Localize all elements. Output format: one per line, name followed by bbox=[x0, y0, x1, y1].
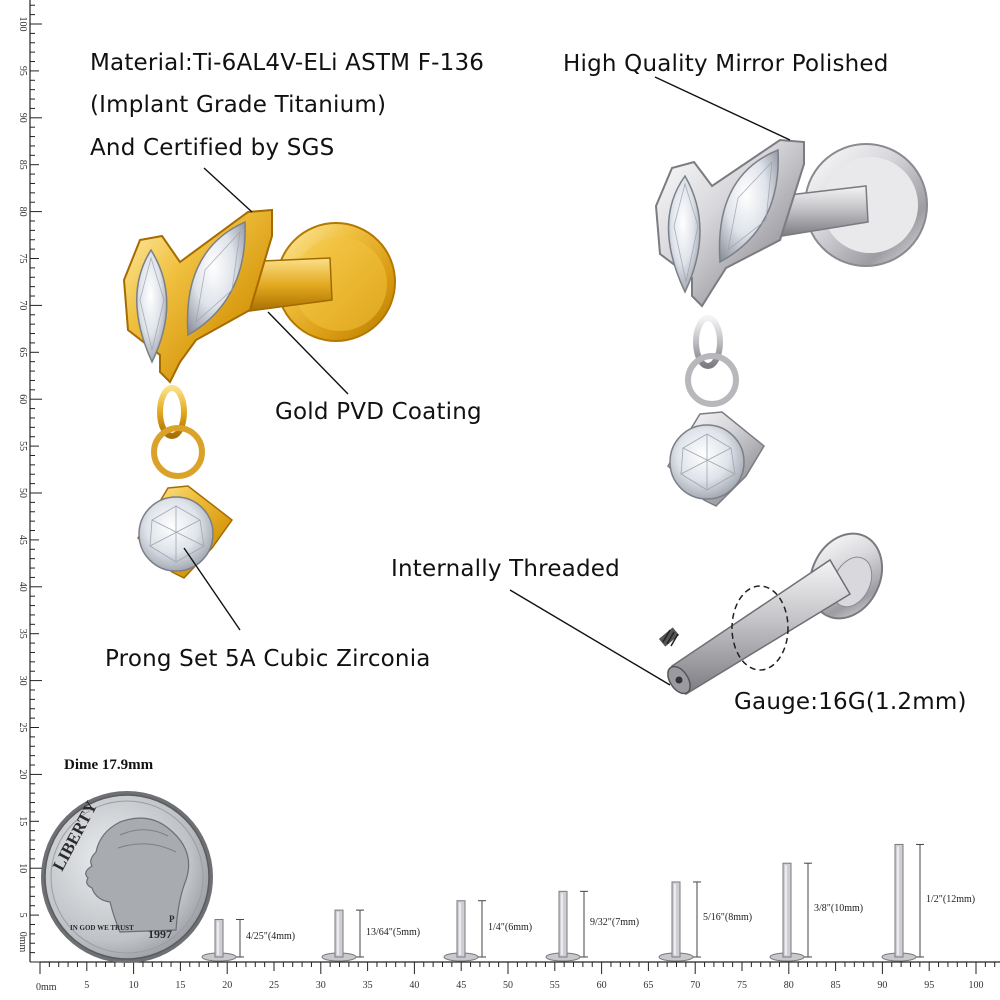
size-label: 13/64"(5mm) bbox=[366, 926, 421, 938]
size-label: 1/2"(12mm) bbox=[926, 893, 976, 905]
bottom-tick-label: 25 bbox=[269, 980, 279, 991]
threaded-label: Internally Threaded bbox=[391, 556, 620, 582]
left-tick-label: 5 bbox=[17, 913, 28, 918]
leader-lines bbox=[183, 76, 791, 686]
left-tick-label: 95 bbox=[17, 66, 28, 76]
dime-coin: LIBERTY IN GOD WE TRUST 1997 P bbox=[41, 791, 213, 963]
bottom-tick-label: 20 bbox=[222, 980, 232, 991]
left-tick-label: 10 bbox=[17, 863, 28, 873]
coin-year: 1997 bbox=[148, 927, 172, 941]
left-ruler-ticks: 5 10 15 20 25 30 35 40 45 50 55 60 65 70 75 80 85 90 95 100… bbox=[17, 4, 42, 963]
left-tick-label: 50 bbox=[17, 488, 28, 498]
bottom-tick-label: 10 bbox=[129, 980, 139, 991]
bottom-tick-label: 70 bbox=[690, 980, 700, 991]
bottom-tick-label: 80 bbox=[784, 980, 794, 991]
bottom-tick-label: 50 bbox=[503, 980, 513, 991]
left-tick-label: 15 bbox=[17, 816, 28, 826]
bottom-tick-label: 35 bbox=[363, 980, 373, 991]
bottom-tick-label: 85 bbox=[831, 980, 841, 991]
bottom-tick-label: 40 bbox=[409, 980, 419, 991]
bottom-tick-label: 15 bbox=[175, 980, 185, 991]
coin-motto: IN GOD WE TRUST bbox=[70, 924, 134, 932]
bottom-tick-label: 60 bbox=[597, 980, 607, 991]
left-tick-unit: 0mm bbox=[17, 932, 28, 953]
left-ruler: 5 10 15 20 25 30 35 40 45 50 55 60 65 70 75 80 85 90 95 100… bbox=[17, 0, 42, 963]
size-post bbox=[881, 843, 924, 962]
threaded-post bbox=[658, 532, 883, 696]
dime-label: Dime 17.9mm bbox=[64, 757, 154, 773]
bottom-tick-label: 95 bbox=[924, 980, 934, 991]
coin-mint: P bbox=[169, 914, 175, 924]
prong-label: Prong Set 5A Cubic Zirconia bbox=[105, 646, 431, 672]
size-post bbox=[658, 881, 701, 962]
left-tick-label: 65 bbox=[17, 347, 28, 357]
size-post bbox=[769, 862, 812, 962]
left-tick-label: 20 bbox=[17, 769, 28, 779]
bottom-tick-label: 100 bbox=[969, 980, 984, 991]
bottom-ruler: 0mm 5 10 15 20 25 30 35 40 45 50 55 60 65 70 75 80 85 90 95… bbox=[36, 961, 1000, 993]
left-tick-label: 75 bbox=[17, 254, 28, 264]
bottom-tick-unit: 0mm bbox=[36, 982, 57, 993]
left-tick-label: 40 bbox=[17, 582, 28, 592]
bottom-tick-label: 45 bbox=[456, 980, 466, 991]
bottom-tick-label: 75 bbox=[737, 980, 747, 991]
bottom-tick-label: 30 bbox=[316, 980, 326, 991]
size-post bbox=[443, 900, 486, 962]
bottom-tick-label: 65 bbox=[643, 980, 653, 991]
left-tick-label: 80 bbox=[17, 207, 28, 217]
material-line2: (Implant Grade Titanium) bbox=[90, 92, 387, 118]
size-post bbox=[201, 918, 244, 962]
bottom-tick-label: 55 bbox=[550, 980, 560, 991]
size-label: 9/32"(7mm) bbox=[590, 917, 640, 929]
left-tick-label: 85 bbox=[17, 160, 28, 170]
bottom-tick-label: 90 bbox=[877, 980, 887, 991]
gold-label: Gold PVD Coating bbox=[275, 399, 482, 425]
material-line3: And Certified by SGS bbox=[90, 135, 335, 161]
size-label: 4/25"(4mm) bbox=[246, 931, 296, 943]
bottom-ruler-ticks: 0mm 5 10 15 20 25 30 35 40 45 50 55 60 65 70 75 80 85 90 95… bbox=[36, 962, 996, 993]
left-tick-label: 60 bbox=[17, 394, 28, 404]
material-line1: Material:Ti-6AL4V-ELi ASTM F-136 bbox=[90, 50, 485, 76]
size-label: 5/16"(8mm) bbox=[703, 912, 753, 924]
left-tick-label: 35 bbox=[17, 629, 28, 639]
left-tick-label: 25 bbox=[17, 723, 28, 733]
size-label: 3/8"(10mm) bbox=[814, 903, 864, 915]
mirror-label: High Quality Mirror Polished bbox=[563, 51, 889, 77]
left-tick-label: 100 bbox=[17, 17, 28, 32]
left-tick-label: 55 bbox=[17, 441, 28, 451]
size-post bbox=[321, 909, 364, 962]
silver-earring bbox=[654, 138, 928, 507]
size-label: 1/4"(6mm) bbox=[488, 921, 533, 933]
left-tick-label: 90 bbox=[17, 113, 28, 123]
left-tick-label: 70 bbox=[17, 300, 28, 310]
gold-earring bbox=[122, 208, 396, 579]
left-tick-label: 30 bbox=[17, 676, 28, 686]
left-tick-label: 45 bbox=[17, 535, 28, 545]
size-post bbox=[545, 890, 588, 962]
screw-pin bbox=[658, 627, 680, 647]
bottom-tick-label: 5 bbox=[84, 980, 89, 991]
size-posts bbox=[201, 843, 924, 962]
gauge-label: Gauge:16G(1.2mm) bbox=[734, 689, 967, 715]
